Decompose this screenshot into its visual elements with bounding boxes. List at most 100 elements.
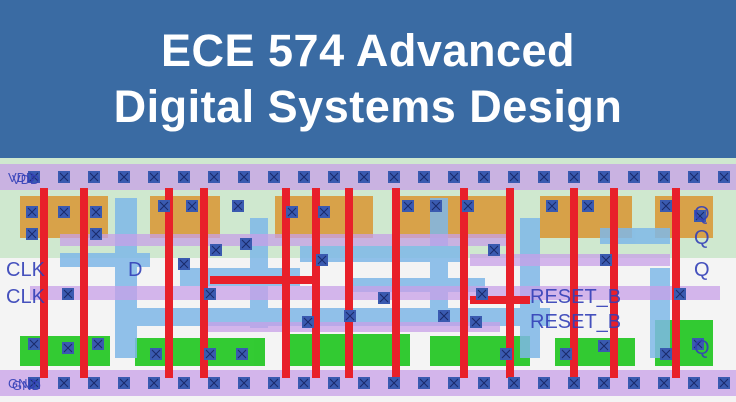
contact-cross [149,378,159,388]
contact-cross [403,201,413,211]
contact-cross [303,317,313,327]
contact-layer [26,171,730,389]
contact-cross [561,349,571,359]
contact-cross [471,317,481,327]
contact-cross [419,378,429,388]
contact-cross [91,207,101,217]
reset-b-label-a: RESET_B [530,286,621,308]
contact-cross [659,378,669,388]
contact-cross [149,172,159,182]
reset-b-label-b: RESET_B [530,311,621,333]
contact-cross [479,172,489,182]
contact-cross [237,349,247,359]
clk-label-a: CLK [6,259,46,281]
contact-cross [179,378,189,388]
contact-cross [719,378,729,388]
contact-cross [599,172,609,182]
vdd-label-b: VDD [12,172,39,187]
contact-cross [317,255,327,265]
contact-cross [119,378,129,388]
contact-cross [547,201,557,211]
contact-cross [239,172,249,182]
contact-cross [269,378,279,388]
contact-cross [179,259,189,269]
contact-cross [27,207,37,217]
contact-cross [539,172,549,182]
contact-cross [329,378,339,388]
clk-label-b: CLK [6,286,46,308]
contact-cross [661,201,671,211]
contact-cross [159,201,169,211]
contact-cross [63,343,73,353]
contact-cross [501,349,511,359]
contact-cross [287,207,297,217]
contact-cross [59,172,69,182]
contact-cross [693,339,703,349]
contact-cross [151,349,161,359]
contact-cross [379,293,389,303]
contact-cross [599,341,609,351]
contact-cross [489,245,499,255]
contact-cross [583,201,593,211]
contact-cross [675,289,685,299]
course-title-line1: ECE 574 Advanced [160,25,575,76]
contact-cross [359,378,369,388]
cmos-layout-image: VDD VDD GND GND CLK CLK D RESET_B RESET_… [0,158,736,402]
contact-cross [389,378,399,388]
q-label-b: Q [694,227,710,249]
contact-cross [119,172,129,182]
contact-cross [89,172,99,182]
contact-cross [299,172,309,182]
contact-cross [329,172,339,182]
d-label: D [128,259,142,281]
contact-cross [659,172,669,182]
contact-cross [205,289,215,299]
contact-cross [479,378,489,388]
contact-cross [431,201,441,211]
contact-cross [449,172,459,182]
gnd-label-a: GND [8,376,37,391]
contact-cross [389,172,399,182]
contact-cross [601,255,611,265]
contact-cross [629,378,639,388]
contact-cross [661,349,671,359]
gnd-label-b: GND [12,378,41,393]
contact-cross [27,229,37,239]
contact-cross [689,378,699,388]
contact-cross [569,172,579,182]
contact-cross [509,378,519,388]
contact-cross [419,172,429,182]
contact-cross [569,378,579,388]
contact-cross [233,201,243,211]
contact-cross [695,211,705,221]
contact-cross [89,378,99,388]
contact-cross [539,378,549,388]
vdd-label-a: VDD [8,170,35,185]
contact-cross [239,378,249,388]
contact-cross [319,207,329,217]
course-title-line2: Digital Systems Design [113,81,623,132]
poly-layer [40,188,680,378]
contact-cross [345,311,355,321]
contact-cross [299,378,309,388]
title-banner: ECE 574 Advanced Digital Systems Design [0,0,736,158]
contact-cross [629,172,639,182]
contact-cross [359,172,369,182]
contact-cross [439,311,449,321]
contact-cross [93,339,103,349]
contact-cross [209,378,219,388]
contact-cross [689,172,699,182]
contact-cross [211,245,221,255]
layout-labels: VDD VDD GND GND CLK CLK D RESET_B RESET_… [6,170,710,393]
contact-cross [59,378,69,388]
contact-cross [91,229,101,239]
contact-cross [463,201,473,211]
contact-cross [209,172,219,182]
contact-cross [599,378,609,388]
contact-cross [59,207,69,217]
contact-cross [269,172,279,182]
contact-cross [205,349,215,359]
contact-cross [509,172,519,182]
contact-cross [29,339,39,349]
